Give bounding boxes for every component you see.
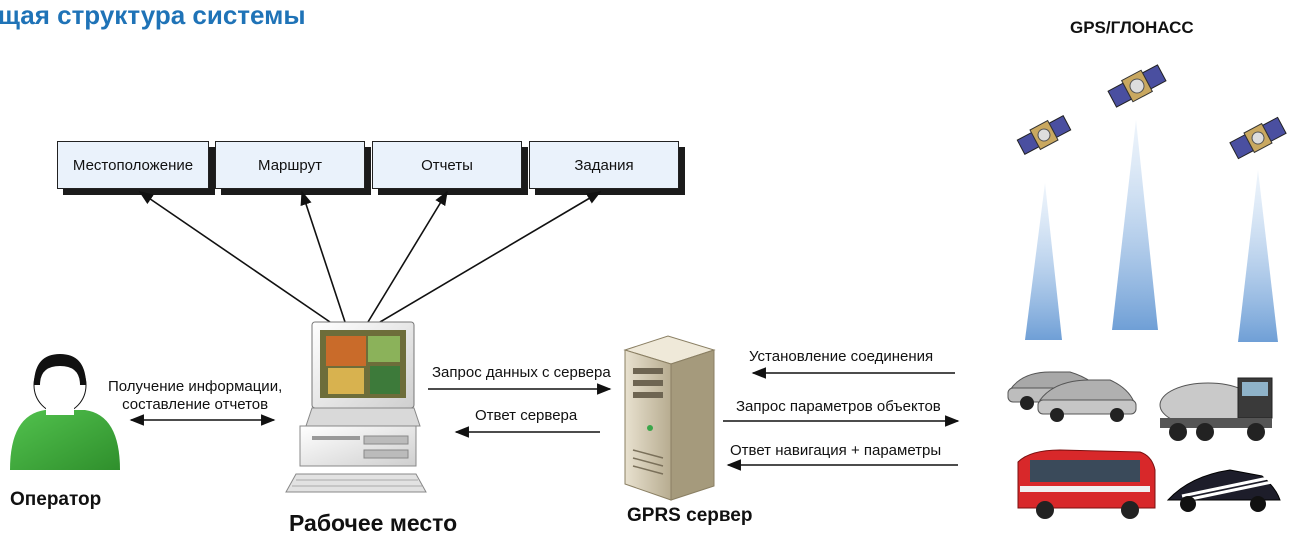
bus-icon xyxy=(1017,449,1156,519)
module-tasks-box: Задания xyxy=(529,141,679,189)
connect-label: Установление соединения xyxy=(749,348,934,365)
truck-icon xyxy=(1159,377,1273,441)
satellite-icon xyxy=(1229,116,1287,160)
module-location-label: Местоположение xyxy=(72,156,194,174)
page-title: щая структура системы xyxy=(0,0,306,30)
satellite-beams xyxy=(1025,120,1278,342)
operator-link-line2: составление отчетов xyxy=(122,396,269,413)
server-request-label: Запрос данных с сервера xyxy=(432,364,611,381)
gprs-server-label: GPRS сервер xyxy=(627,505,753,526)
module-reports-label: Отчеты xyxy=(421,156,473,174)
operator-icon xyxy=(10,354,120,470)
operator-label: Оператор xyxy=(10,489,102,510)
workstation-label: Рабочее место xyxy=(289,510,458,536)
response-nav-label: Ответ навигация + параметры xyxy=(730,442,942,459)
gprs-server-icon xyxy=(623,335,716,501)
car-icon xyxy=(1007,371,1137,422)
server-response-label: Ответ сервера xyxy=(475,407,578,424)
module-location-box: Местоположение xyxy=(57,141,209,189)
module-reports-box: Отчеты xyxy=(372,141,522,189)
sports-car-icon xyxy=(1166,469,1281,512)
module-tasks-label: Задания xyxy=(574,156,634,174)
module-arrows xyxy=(138,190,602,323)
request-params-label: Запрос параметров объектов xyxy=(736,398,941,415)
gps-glonass-label: GPS/ГЛОНАСС xyxy=(1070,18,1194,37)
satellite-icon xyxy=(1107,64,1167,108)
module-route-box: Маршрут xyxy=(215,141,365,189)
module-route-label: Маршрут xyxy=(258,156,322,174)
operator-link-line1: Получение информации, xyxy=(108,378,283,395)
satellite-icon xyxy=(1016,115,1072,155)
workstation-computer-icon xyxy=(285,321,427,493)
operator-link-caption: Получение информации, составление отчето… xyxy=(108,378,282,414)
